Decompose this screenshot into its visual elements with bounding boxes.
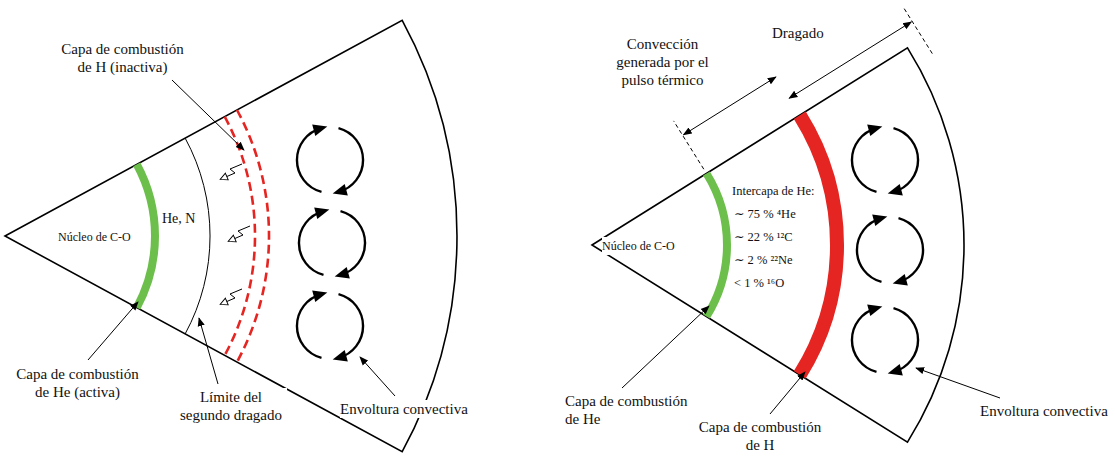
he-burning-shell — [707, 174, 727, 317]
convection-cell-arrowhead — [888, 364, 903, 376]
envelope-label: Envoltura convectiva — [340, 400, 468, 418]
shell-label: Capa de combustión de He (activa) — [10, 365, 145, 401]
convection-cell-arrowhead — [314, 207, 329, 219]
he-burning-shell — [137, 164, 155, 307]
shell-label: Capa de combustión de He — [565, 392, 695, 428]
convection-cell-arc — [852, 128, 877, 192]
convection-cell-arrowhead — [867, 124, 882, 136]
shell-label: Capa de combustión de H — [695, 418, 825, 454]
convection-cell-arrowhead — [333, 350, 348, 362]
composition-label: He, N — [162, 210, 195, 228]
convection-cell-arrowhead — [872, 214, 887, 226]
core-label: Núcleo de C-O — [58, 228, 131, 246]
convection-cell-arc — [899, 218, 924, 282]
convection-cell-arrowhead — [335, 267, 350, 279]
convection-cell-arc — [339, 128, 364, 192]
leader-arrow — [360, 357, 395, 396]
convection-cell-arrowhead — [333, 184, 348, 196]
energy-flux-bolt — [221, 164, 242, 179]
convection-cell-arrowhead — [312, 124, 327, 136]
star-sector-outline — [5, 20, 457, 451]
h-burning-shell — [800, 115, 837, 375]
leader-arrow — [622, 306, 709, 388]
boundary-label: Límite del segundo dragado — [175, 388, 287, 424]
leader-arrow — [172, 80, 244, 150]
convection-label: Convección generada por el pulso térmico — [605, 35, 720, 89]
star-sector-outline — [592, 48, 964, 442]
energy-flux-bolt — [221, 289, 242, 304]
leader-arrow — [199, 318, 218, 384]
convection-cell-arrowhead — [893, 274, 908, 286]
dredge-up-label: Dragado — [772, 24, 824, 42]
leader-arrow — [770, 372, 805, 414]
convection-cell-arc — [857, 218, 882, 282]
convection-cell-arc — [339, 294, 364, 358]
leader-arrow — [88, 302, 138, 360]
intershell-heading: Intercapa de He: — [732, 182, 815, 200]
envelope-label: Envoltura convectiva — [980, 402, 1108, 420]
dimension-tick — [674, 121, 704, 169]
convection-cell-arrowhead — [888, 184, 903, 196]
convection-cell-arc — [297, 294, 322, 358]
convection-cell-arc — [341, 211, 366, 275]
core-label: Núcleo de C-O — [602, 237, 675, 255]
second-dredge-up-limit — [185, 138, 210, 334]
dimension-tick — [904, 8, 933, 54]
convection-cell-arrowhead — [867, 304, 882, 316]
shell-label: Capa de combustión de H (inactiva) — [55, 40, 190, 76]
abundance-value: ∼ 2 % ²²Ne — [734, 251, 793, 269]
abundance-value: ∼ 75 % ⁴He — [734, 205, 796, 223]
convection-cell-arc — [297, 128, 322, 192]
inactive-h-shell — [225, 117, 255, 356]
convection-cell-arrowhead — [312, 290, 327, 302]
convection-cell-arc — [894, 128, 919, 192]
convection-cell-arc — [894, 308, 919, 372]
convection-cell-arc — [852, 308, 877, 372]
abundance-value: < 1 % ¹⁶O — [734, 274, 784, 292]
energy-flux-bolt — [229, 226, 250, 241]
convection-cell-arc — [299, 211, 324, 275]
abundance-value: ∼ 22 % ¹²C — [734, 228, 793, 246]
leader-arrow — [916, 368, 1000, 398]
